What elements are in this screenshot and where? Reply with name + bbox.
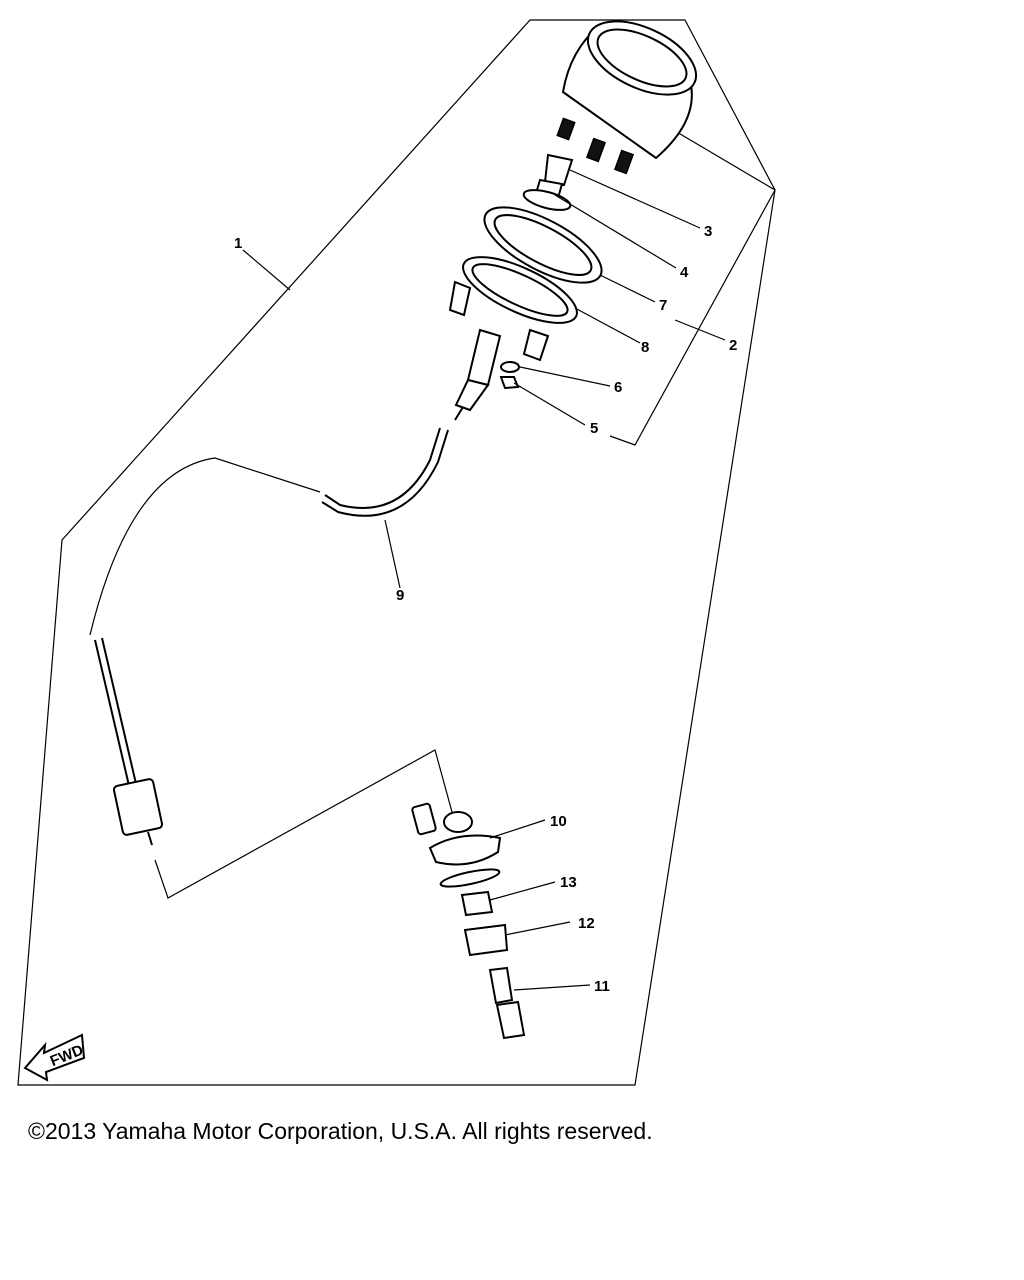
washer [500, 361, 520, 373]
bushing [460, 890, 494, 917]
gear-shaft [488, 966, 526, 1040]
mounting-bracket [448, 256, 578, 362]
callout-9: 9 [396, 587, 404, 604]
callout-7: 7 [659, 297, 667, 314]
seal-ring [483, 206, 603, 284]
gasket [439, 868, 501, 888]
fwd-arrow-icon: FWD [23, 1033, 86, 1082]
gear-unit [411, 802, 502, 866]
inner-cable [321, 427, 449, 517]
callout-12: 12 [578, 915, 595, 932]
assembly-outline [17, 19, 776, 1086]
nut [499, 376, 520, 390]
speedometer-gauge [556, 20, 698, 175]
callout-6: 6 [614, 379, 622, 396]
cable-connector [454, 328, 502, 421]
speedometer-exploded-diagram: 1 2 3 4 5 6 7 8 9 10 11 12 13 FWD [17, 19, 776, 1086]
bulb-socket [522, 153, 574, 211]
copyright-notice: ©2013 Yamaha Motor Corporation, U.S.A. A… [28, 1118, 653, 1144]
callout-3: 3 [704, 223, 712, 240]
subassembly-bracket [609, 127, 776, 446]
callout-1: 1 [234, 235, 242, 252]
callout-11: 11 [594, 978, 610, 995]
connection-line [154, 749, 453, 899]
callout-4: 4 [680, 264, 689, 281]
leader-lines [242, 169, 726, 991]
callout-5: 5 [590, 420, 598, 437]
callout-10: 10 [550, 813, 567, 830]
speedometer-cable [89, 457, 321, 846]
sleeve [463, 923, 509, 957]
svg-text:FWD: FWD [48, 1041, 86, 1070]
callout-8: 8 [641, 339, 649, 356]
callout-13: 13 [560, 874, 577, 891]
callout-2: 2 [729, 337, 737, 354]
